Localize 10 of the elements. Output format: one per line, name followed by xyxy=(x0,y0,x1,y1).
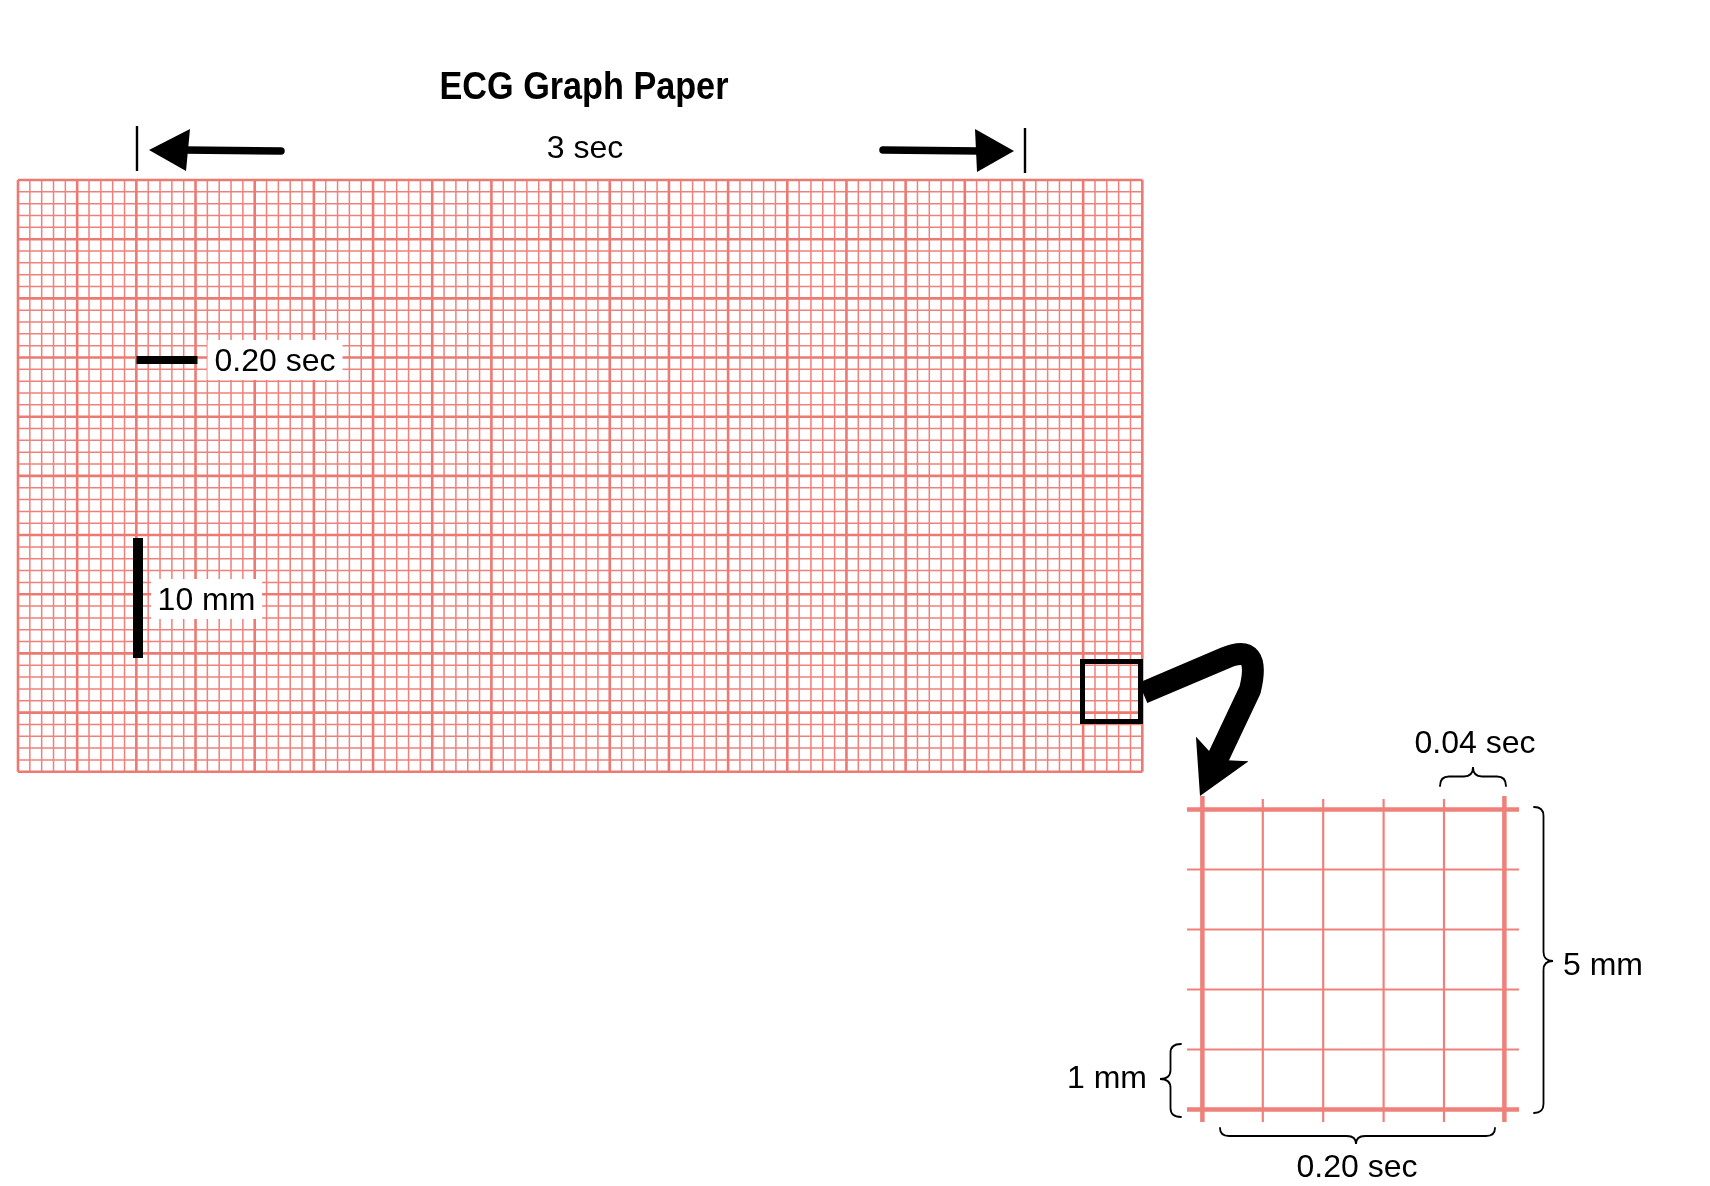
dimension-label: 0.04 sec xyxy=(1414,724,1536,760)
dimension-label: 5 mm xyxy=(1563,946,1643,982)
diagram-title: ECG Graph Paper xyxy=(439,64,729,108)
dimension-label: 0.20 sec xyxy=(1296,1148,1418,1184)
dimension-label: 10 mm xyxy=(150,578,263,619)
highlight-square xyxy=(1080,659,1143,724)
dimension-label: 0.20 sec xyxy=(207,340,343,380)
dimension-label: 1 mm xyxy=(1067,1059,1147,1095)
magnified-grid xyxy=(1187,796,1519,1122)
dimension-label: 3 sec xyxy=(546,129,624,165)
